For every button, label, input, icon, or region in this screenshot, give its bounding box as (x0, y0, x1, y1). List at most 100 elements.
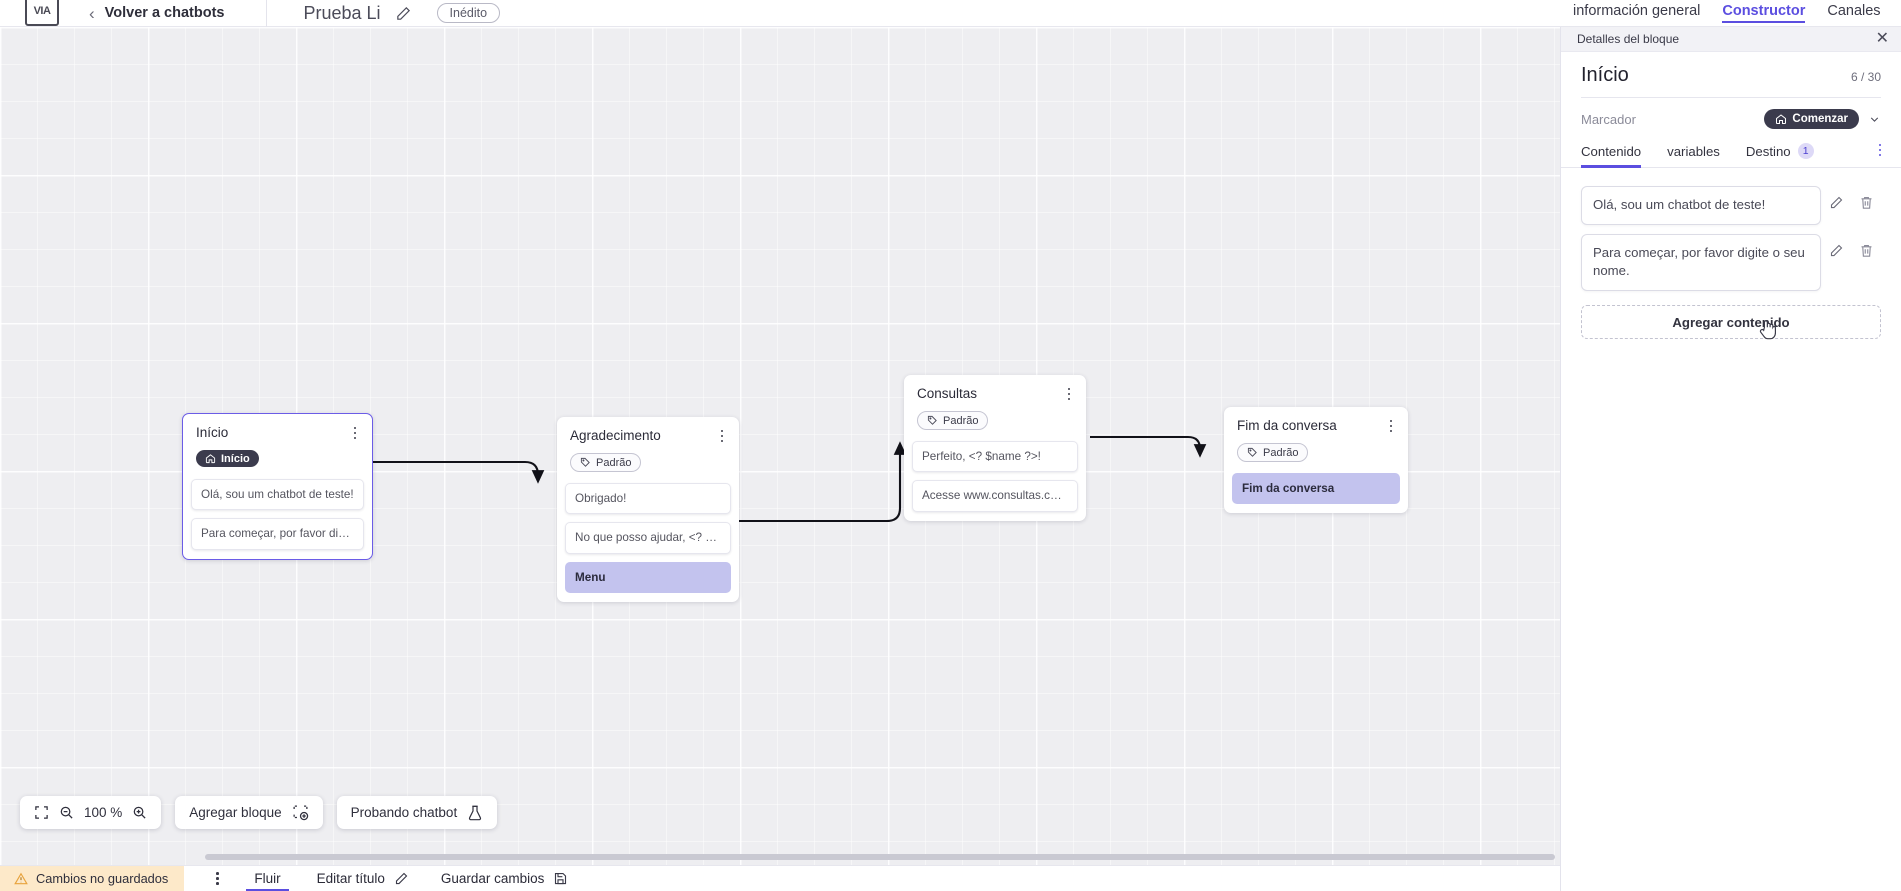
scrollbar-thumb[interactable] (205, 854, 1555, 860)
node-title: Consultas (917, 386, 978, 401)
tab-constructor[interactable]: Constructor (1722, 0, 1805, 23)
node-message-highlight[interactable]: Fim da conversa (1232, 473, 1400, 505)
add-content-button[interactable]: Agregar contenido (1581, 305, 1881, 340)
node-kebab-menu-icon[interactable] (1384, 417, 1398, 435)
tab-fluir[interactable]: Fluir (246, 866, 289, 891)
node-badge-label: Padrão (1263, 446, 1299, 459)
canvas-horizontal-scrollbar[interactable] (0, 853, 1561, 861)
marker-badge-label: Comenzar (1792, 113, 1848, 125)
flask-icon (467, 805, 483, 821)
content-item: Olá, sou um chatbot de teste! (1581, 186, 1881, 225)
node-badge-label: Padrão (596, 456, 632, 469)
node-message[interactable]: Olá, sou um chatbot de teste! (191, 479, 364, 511)
node-body: Perfeito, <? $name ?>! Acesse www.consul… (904, 431, 1086, 520)
tab-canales[interactable]: Canales (1827, 3, 1881, 19)
edit-title-button[interactable]: Editar título (317, 871, 409, 886)
flow-canvas[interactable]: Início Início Olá, sou um chatbot de tes… (0, 27, 1561, 865)
back-chevron-icon[interactable]: ‹ (89, 3, 95, 23)
content-edit-pencil-icon[interactable] (1821, 234, 1851, 258)
tag-icon (927, 416, 937, 426)
node-body: Obrigado! No que posso ajudar, <? $name … (557, 473, 739, 602)
save-changes-label: Guardar cambios (440, 871, 545, 886)
brand-logo-icon[interactable]: VIA (25, 0, 59, 26)
tag-icon (1247, 448, 1257, 458)
node-badge-padrao: Padrão (1237, 443, 1309, 463)
node-header: Início Início (183, 414, 372, 469)
block-details-panel: Detalles del bloque ✕ Início 6 / 30 Marc… (1560, 27, 1901, 891)
content-item-text[interactable]: Olá, sou um chatbot de teste! (1581, 186, 1821, 225)
node-body: Fim da conversa (1224, 463, 1408, 513)
panel-tab-variables[interactable]: variables (1667, 144, 1720, 167)
node-badge-label: Início (221, 452, 250, 465)
test-chatbot-button[interactable]: Probando chatbot (336, 796, 498, 829)
node-message[interactable]: No que posso ajudar, <? $name ... (565, 522, 731, 554)
marker-label: Marcador (1581, 111, 1636, 127)
marker-control: Comenzar (1764, 109, 1881, 129)
panel-title-row: Início 6 / 30 (1581, 64, 1881, 87)
bottom-status-bar: Cambios no guardados Fluir Editar título… (0, 865, 1561, 891)
content-item-text[interactable]: Para começar, por favor digite o seu nom… (1581, 233, 1821, 292)
node-header: Fim da conversa Padrão (1224, 407, 1408, 463)
node-badge-inicio: Início (196, 450, 259, 468)
node-badge-padrao: Padrão (917, 411, 989, 431)
fit-screen-icon[interactable] (34, 805, 49, 820)
panel-block-title: Início (1581, 64, 1629, 86)
flow-node-consultas[interactable]: Consultas Padrão Perfeito, <? $name ?>! … (904, 375, 1086, 521)
node-header: Agradecimento Padrão (557, 417, 739, 473)
panel-tab-contenido[interactable]: Contenido (1581, 143, 1642, 168)
node-message[interactable]: Perfeito, <? $name ?>! (912, 441, 1078, 473)
close-icon[interactable]: ✕ (1875, 30, 1889, 47)
bottom-kebab-menu-icon[interactable] (210, 871, 224, 887)
canvas-toolbar: 100 % Agregar bloque Probando chatbot (20, 796, 498, 829)
zoom-in-icon[interactable] (132, 805, 147, 820)
chevron-down-icon[interactable] (1868, 113, 1881, 126)
panel-tab-label: variables (1667, 143, 1720, 159)
node-message[interactable]: Para começar, por favor digite o ... (191, 518, 364, 550)
page-title: Prueba Li (303, 2, 381, 23)
flow-node-fim-da-conversa[interactable]: Fim da conversa Padrão Fim da conversa (1224, 407, 1408, 514)
add-block-label: Agregar bloque (189, 805, 282, 820)
content-delete-trash-icon[interactable] (1851, 234, 1881, 258)
edit-title-pencil-icon[interactable] (395, 5, 412, 22)
flow-node-inicio[interactable]: Início Início Olá, sou um chatbot de tes… (182, 413, 373, 560)
panel-kebab-menu-icon[interactable] (1873, 141, 1887, 159)
panel-tab-label: Contenido (1581, 143, 1642, 159)
node-kebab-menu-icon[interactable] (348, 424, 362, 442)
panel-header: Início 6 / 30 Marcador Comenzar (1561, 52, 1901, 129)
node-message-highlight[interactable]: Menu (565, 561, 731, 593)
home-icon (1776, 114, 1787, 124)
save-changes-button[interactable]: Guardar cambios (441, 871, 569, 886)
zoom-control-group: 100 % (20, 796, 162, 829)
node-body: Olá, sou um chatbot de teste! Para começ… (183, 469, 372, 558)
home-icon (205, 454, 216, 464)
flow-node-agradecimento[interactable]: Agradecimento Padrão Obrigado! No que po… (557, 417, 739, 602)
add-block-button[interactable]: Agregar bloque (175, 796, 323, 829)
panel-divider (1581, 97, 1881, 98)
right-top-tabs: información general Constructor Canales (1561, 0, 1901, 27)
edge-consultas-fim (1090, 435, 1207, 458)
node-message[interactable]: Acesse www.consultas.com par... (912, 480, 1078, 512)
node-title: Início (196, 425, 229, 440)
save-disk-icon (553, 871, 568, 886)
test-chatbot-label: Probando chatbot (350, 805, 458, 820)
warning-triangle-icon (14, 872, 28, 886)
node-kebab-menu-icon[interactable] (715, 427, 729, 445)
node-message[interactable]: Obrigado! (565, 483, 731, 515)
marker-row: Marcador Comenzar (1581, 98, 1881, 129)
panel-block-counter: 6 / 30 (1850, 70, 1881, 84)
unsaved-changes-label: Cambios no guardados (36, 871, 169, 886)
back-to-chatbots-link[interactable]: Volver a chatbots (104, 5, 225, 21)
content-delete-trash-icon[interactable] (1851, 186, 1881, 210)
unsaved-changes-badge: Cambios no guardados (0, 865, 185, 891)
panel-tabs: Contenido variables Destino 1 (1561, 129, 1901, 168)
zoom-out-icon[interactable] (59, 805, 74, 820)
node-kebab-menu-icon[interactable] (1062, 385, 1076, 403)
panel-title-strip: Detalles del bloque ✕ (1561, 27, 1901, 52)
tab-informacion-general[interactable]: información general (1573, 3, 1701, 19)
content-edit-pencil-icon[interactable] (1821, 186, 1851, 210)
panel-tab-destino[interactable]: Destino 1 (1746, 143, 1814, 167)
panel-content-list: Olá, sou um chatbot de teste! Para começ… (1561, 168, 1901, 340)
node-header: Consultas Padrão (904, 375, 1086, 431)
marker-badge-comenzar[interactable]: Comenzar (1764, 109, 1859, 129)
